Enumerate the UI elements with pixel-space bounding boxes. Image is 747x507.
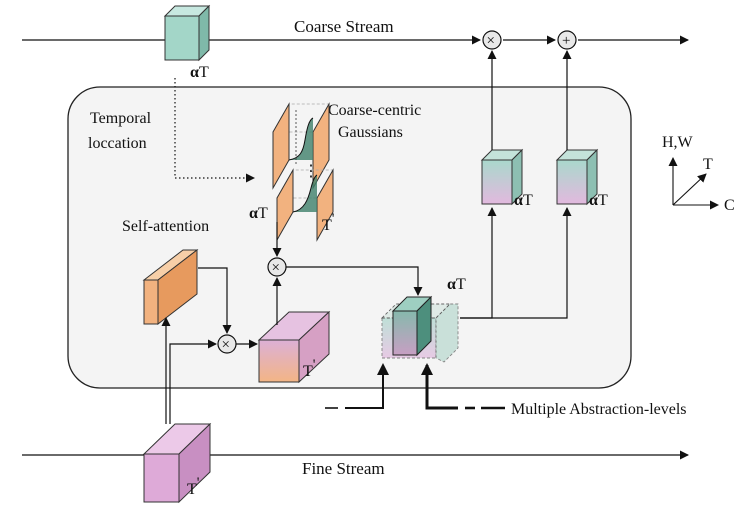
svg-text:T: T	[703, 156, 713, 173]
svg-text:Self-attention: Self-attention	[122, 218, 209, 235]
add-op-coarse: +	[557, 30, 577, 50]
svg-text:⋮: ⋮	[303, 163, 319, 180]
fusion-block	[380, 295, 459, 363]
svg-text:αT: αT	[447, 276, 466, 293]
multi-abstraction-label: Multiple Abstraction-levels	[511, 401, 687, 418]
svg-text:C: C	[724, 197, 735, 214]
svg-text:×: ×	[487, 33, 495, 49]
svg-text:H,W: H,W	[662, 134, 694, 151]
fine-stream-label: Fine Stream	[302, 459, 385, 478]
output-block-add	[555, 148, 599, 206]
svg-text:×: ×	[222, 337, 230, 353]
svg-text:T': T'	[322, 211, 335, 234]
svg-text:loccation: loccation	[88, 135, 147, 152]
svg-text:Coarse-centric: Coarse-centric	[328, 102, 421, 119]
svg-text:αT: αT	[249, 205, 268, 222]
multiply-op-attention: ×	[217, 334, 237, 354]
multiply-op-coarse: ×	[482, 30, 502, 50]
svg-text:+: +	[562, 33, 570, 49]
attended-feature-block	[257, 310, 331, 384]
coarse-feature-block	[163, 4, 211, 62]
svg-text:T': T'	[187, 475, 200, 498]
multiply-op-gaussian: ×	[267, 257, 287, 277]
self-attention-block	[142, 248, 199, 326]
svg-text:αT: αT	[589, 192, 608, 209]
svg-text:αT: αT	[190, 64, 209, 81]
svg-text:×: ×	[272, 260, 280, 276]
output-block-multiply	[480, 148, 524, 206]
gaussian-block-top	[272, 102, 330, 190]
svg-text:αT: αT	[514, 192, 533, 209]
temporal-location-link	[174, 78, 255, 183]
axes-legend	[668, 157, 719, 210]
coarse-stream-label: Coarse Stream	[294, 17, 394, 36]
svg-text:T': T'	[303, 357, 316, 380]
svg-text:Gaussians: Gaussians	[338, 124, 403, 141]
fine-feature-block	[142, 422, 212, 504]
gaussian-block-bottom	[276, 168, 334, 242]
svg-text:Temporal: Temporal	[90, 110, 152, 127]
